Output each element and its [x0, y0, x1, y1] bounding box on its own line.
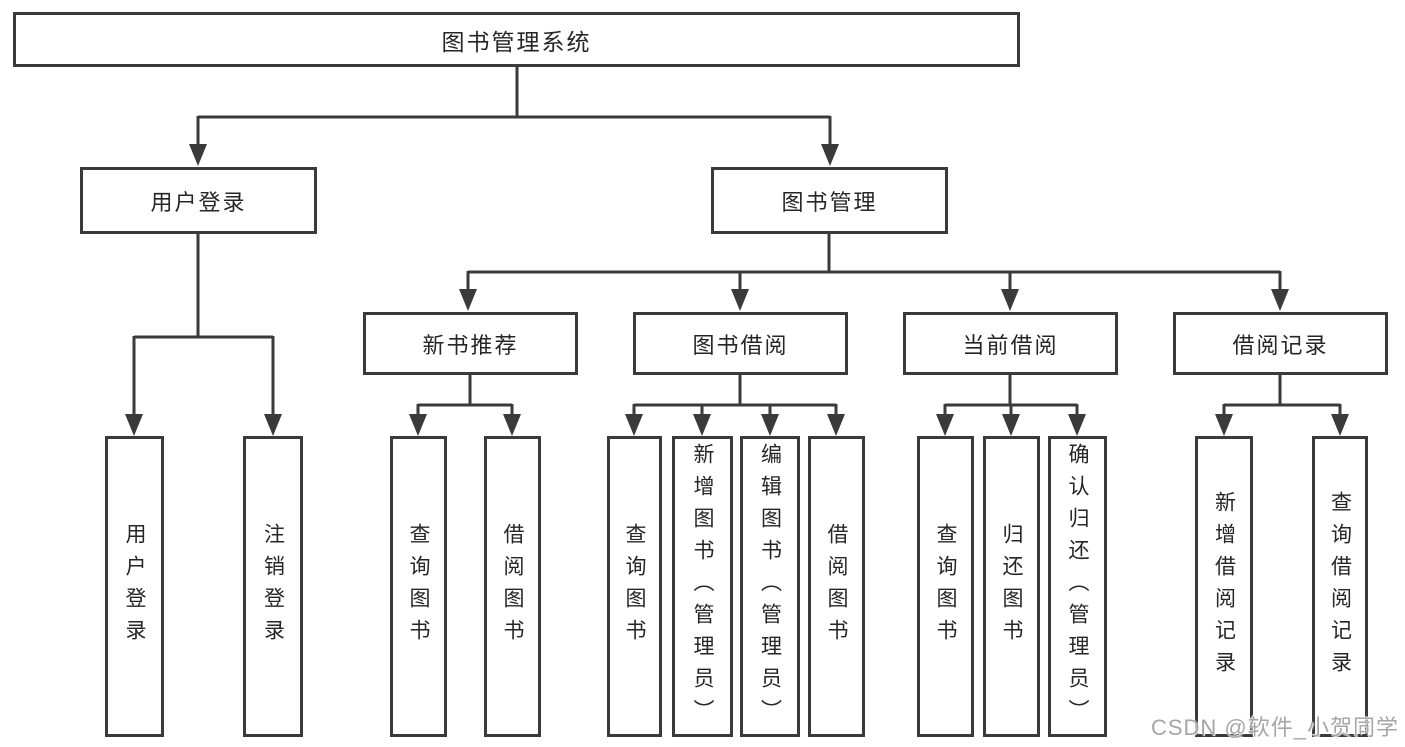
leaf-cb-return-books: 归还图书 — [983, 436, 1040, 737]
leaf-bb-add-books-admin: 新增图书（管理员） — [672, 436, 733, 737]
node-label: 用户登录 — [150, 189, 247, 215]
node-user-login: 用户登录 — [80, 167, 317, 234]
leaf-cb-confirm-return-admin: 确认归还（管理员） — [1048, 436, 1107, 737]
leaf-bb-borrow-books: 借阅图书 — [808, 436, 865, 737]
node-label: 图书管理 — [781, 189, 878, 215]
node-label: 新增图书（管理员） — [691, 442, 714, 731]
node-label: 新增借阅记录 — [1212, 490, 1236, 683]
node-label: 图书借阅 — [692, 332, 789, 358]
leaf-br-add-record: 新增借阅记录 — [1195, 436, 1253, 737]
leaf-user-login: 用户登录 — [105, 436, 164, 737]
node-label: 用户登录 — [123, 522, 146, 651]
leaf-nb-borrow-books: 借阅图书 — [484, 436, 541, 737]
leaf-bb-edit-books-admin: 编辑图书（管理员） — [740, 436, 800, 737]
node-label: 新书推荐 — [422, 332, 519, 358]
node-book-management: 图书管理 — [711, 167, 948, 234]
node-borrow-records: 借阅记录 — [1173, 312, 1388, 375]
node-root: 图书管理系统 — [13, 12, 1020, 67]
leaf-bb-query-books: 查询图书 — [607, 436, 662, 737]
node-label: 归还图书 — [1000, 522, 1023, 651]
arrowheads — [125, 144, 1349, 436]
node-label: 编辑图书（管理员） — [758, 442, 782, 731]
node-label: 借阅图书 — [501, 522, 524, 651]
node-label: 借阅图书 — [825, 522, 848, 651]
leaf-nb-query-books: 查询图书 — [390, 436, 447, 737]
node-label: 确认归还（管理员） — [1066, 442, 1089, 731]
leaf-logout: 注销登录 — [243, 436, 303, 737]
node-label: 查询图书 — [623, 522, 646, 651]
leaf-br-query-record: 查询借阅记录 — [1312, 436, 1368, 737]
node-label: 当前借阅 — [962, 332, 1059, 358]
node-label: 查询图书 — [934, 522, 957, 651]
node-new-book-recommend: 新书推荐 — [363, 312, 578, 375]
node-label: 图书管理系统 — [441, 28, 592, 55]
leaf-cb-query-books: 查询图书 — [917, 436, 974, 737]
node-current-borrow: 当前借阅 — [903, 312, 1118, 375]
node-label: 查询借阅记录 — [1328, 490, 1352, 683]
node-book-borrow: 图书借阅 — [633, 312, 848, 375]
node-label: 查询图书 — [407, 522, 430, 651]
node-label: 注销登录 — [261, 522, 285, 651]
node-label: 借阅记录 — [1232, 332, 1329, 358]
